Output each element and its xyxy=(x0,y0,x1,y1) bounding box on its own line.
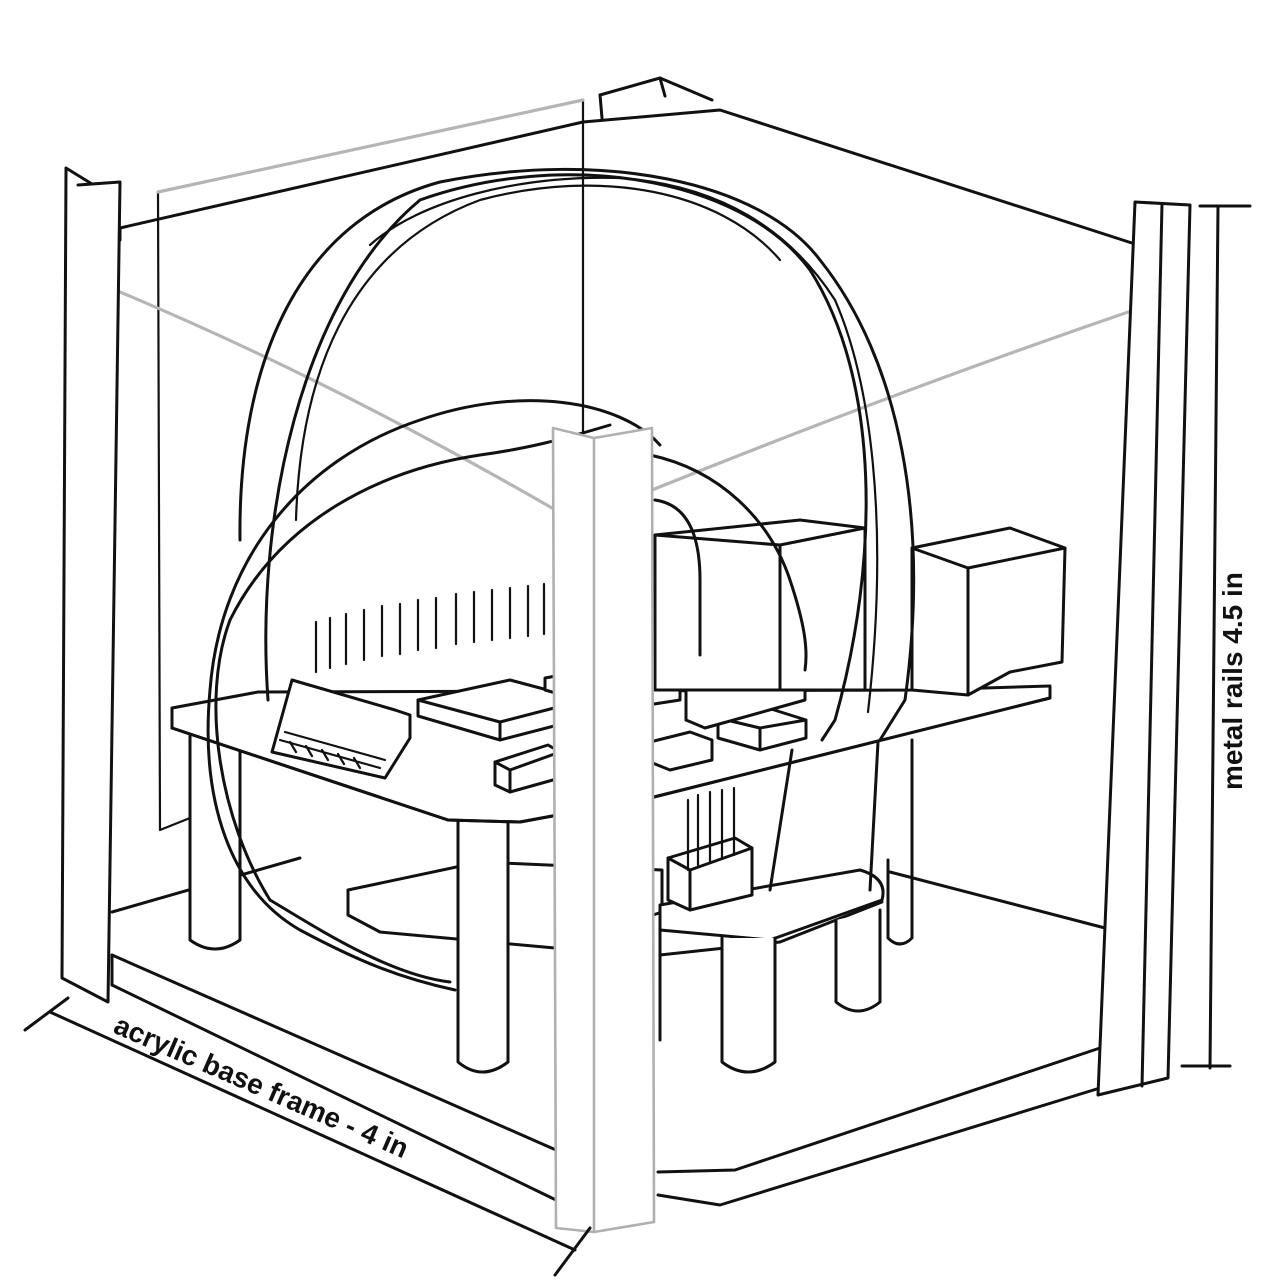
standoff-right-back xyxy=(834,738,914,1013)
standoff-left-back xyxy=(188,718,242,951)
rail-dimension-line xyxy=(1180,204,1252,1070)
rail-dimension-label: metal rails 4.5 in xyxy=(1217,572,1248,790)
ethernet-port-block xyxy=(910,526,1067,697)
metal-rail-front xyxy=(551,426,656,1234)
ribbon-cable-rear xyxy=(238,167,916,742)
usb-port-block xyxy=(653,518,867,692)
base-dimension-line xyxy=(23,996,592,1277)
gpio-header-pins xyxy=(314,582,662,674)
board-connector-left xyxy=(270,678,412,780)
standoff-right-front xyxy=(720,936,777,1074)
ribbon-cable-front xyxy=(206,399,880,992)
metal-rail-right xyxy=(1096,200,1192,1097)
base-dimension-label: acrylic base frame - 4 in xyxy=(110,1009,414,1164)
standoff-left-front xyxy=(456,816,510,1074)
hidden-edges xyxy=(118,98,1136,510)
enclosure-top-outline xyxy=(118,76,1137,246)
metal-rail-left xyxy=(60,166,122,1004)
